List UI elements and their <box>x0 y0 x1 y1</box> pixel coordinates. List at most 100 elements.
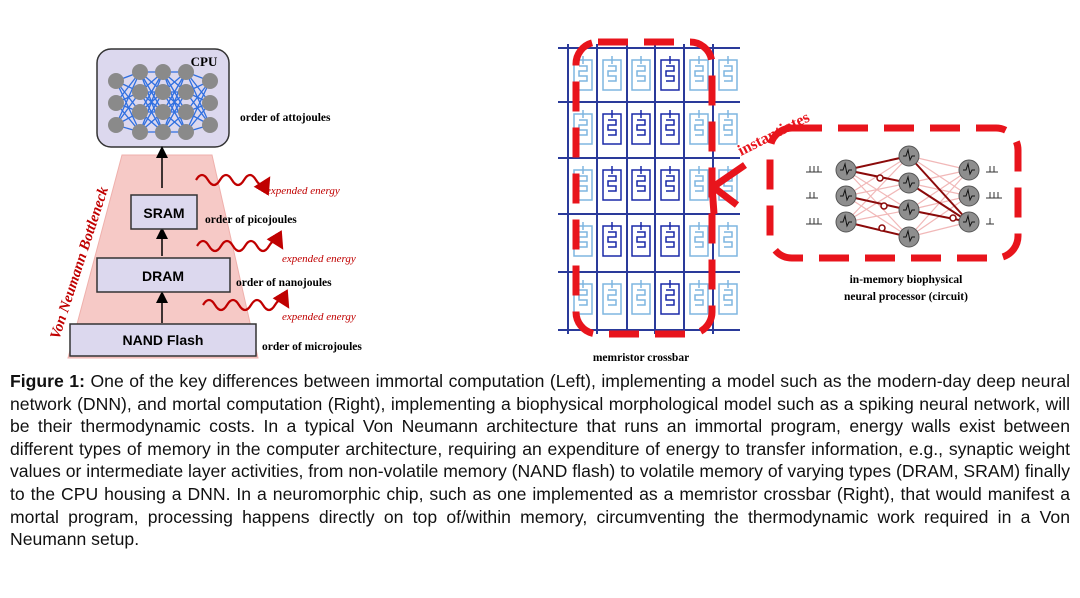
cpu-net-node <box>132 104 148 120</box>
snn-neuron-spike <box>840 214 852 228</box>
figure-caption: Figure 1: One of the key differences bet… <box>10 370 1070 551</box>
memristor-cell-coil <box>607 289 617 306</box>
memristor-cell-coil <box>578 119 588 136</box>
memristor-cell-frame <box>718 59 738 91</box>
memristor-cell <box>689 222 709 257</box>
memristor-cell <box>573 280 593 315</box>
sram-label: SRAM <box>143 205 184 221</box>
memristor-crossbar-grid <box>558 44 740 334</box>
instantiates-arrow <box>708 162 747 215</box>
cpu-net-edge <box>115 71 141 126</box>
snn-synapse <box>949 214 957 222</box>
spike-train <box>806 192 818 199</box>
memristor-cell-frame <box>718 283 738 315</box>
memristor-cell-coil <box>578 175 588 192</box>
memristor-cell-coil <box>607 175 617 192</box>
cpu-net-edge <box>185 71 211 126</box>
memristor-cell <box>660 110 680 145</box>
cpu-net-node <box>202 117 218 133</box>
memristor-cell <box>718 280 738 315</box>
energy-label-2: expended energy <box>282 253 356 265</box>
memristor-cell-coil <box>607 119 617 136</box>
bottleneck-trapezoid <box>67 154 259 359</box>
memristor-cell-frame <box>631 59 651 91</box>
energy-wave-1 <box>195 173 271 196</box>
spike-train <box>806 166 822 173</box>
memristor-cell-frame <box>660 113 680 145</box>
memristor-cell-coil <box>665 289 675 306</box>
memristor-cell <box>602 56 622 91</box>
memristor-cell-frame <box>689 169 709 201</box>
cpu-net-node <box>132 124 148 140</box>
memristor-cell-coil <box>607 231 617 248</box>
memristor-cell <box>660 166 680 201</box>
memristor-cell <box>718 56 738 91</box>
processor-caption-line2: neural processor (circuit) <box>844 291 968 303</box>
cpu-net-node <box>178 84 194 100</box>
cpu-net-node <box>202 95 218 111</box>
memristor-cell-frame <box>660 59 680 91</box>
memristor-cell <box>718 110 738 145</box>
cpu-net-node <box>155 104 171 120</box>
nand-box <box>69 323 257 357</box>
spike-train <box>806 218 822 225</box>
memristor-cell-frame <box>602 169 622 201</box>
snn-edge <box>845 155 910 223</box>
sram-box <box>130 194 198 230</box>
cpu-net-node <box>155 124 171 140</box>
memristor-cell <box>631 110 651 145</box>
snn-strong-edge <box>908 155 970 223</box>
cpu-net-edge <box>185 80 211 133</box>
memristor-cell <box>602 222 622 257</box>
snn-synapse <box>880 202 888 210</box>
snn-neuron-spike <box>963 214 975 228</box>
memristor-cell-coil <box>578 65 588 82</box>
order-cpu: order of attojoules <box>240 112 331 124</box>
spike-train <box>986 166 998 173</box>
cpu-net-node <box>108 117 124 133</box>
memristor-cell-coil <box>665 65 675 82</box>
snn-strong-edge <box>845 195 910 211</box>
memristor-cell <box>660 56 680 91</box>
energy-wave-2 <box>196 230 284 253</box>
memristor-cell-frame <box>689 283 709 315</box>
snn-neuron-spike <box>840 162 852 176</box>
energy-label-1: expended energy <box>266 185 340 197</box>
memristor-cell-frame <box>660 225 680 257</box>
memristor-cell <box>631 280 651 315</box>
memristor-cell <box>602 280 622 315</box>
memristor-cell-frame <box>631 113 651 145</box>
memristor-cell-coil <box>636 175 646 192</box>
cpu-net-edge <box>115 80 141 133</box>
memristor-cell <box>602 166 622 201</box>
memristor-cell-frame <box>660 283 680 315</box>
figure-graphic: CPU SRAM DRAM NAND Flash Von Neumann Bot… <box>48 38 1022 364</box>
memristor-cell <box>689 110 709 145</box>
memristor-cell-coil <box>694 289 704 306</box>
energy-wave-3 <box>202 289 290 312</box>
memristor-cell-frame <box>718 225 738 257</box>
caption-label: Figure 1: <box>10 371 85 391</box>
memristor-cell-coil <box>694 65 704 82</box>
memristor-cell-coil <box>723 65 733 82</box>
memristor-cell-coil <box>723 289 733 306</box>
cpu-net-node <box>155 64 171 80</box>
snn-neuron-spike <box>903 148 915 162</box>
snn-neuron-spike <box>903 175 915 189</box>
cpu-net-edge <box>139 71 164 133</box>
snn-neuron-spike <box>963 188 975 202</box>
memristor-cell-coil <box>694 119 704 136</box>
spike-train <box>986 218 994 225</box>
memristor-cell-frame <box>689 113 709 145</box>
energy-label-3: expended energy <box>282 311 356 323</box>
memristor-cell-frame <box>718 113 738 145</box>
cpu-label: CPU <box>191 54 218 69</box>
memristor-cell-frame <box>602 225 622 257</box>
cpu-net-node <box>178 124 194 140</box>
spike-train <box>986 192 1002 199</box>
memristor-cell-coil <box>636 65 646 82</box>
memristor-cell-coil <box>665 231 675 248</box>
snn-strong-edge <box>908 182 970 223</box>
caption-text: One of the key differences between immor… <box>10 371 1071 550</box>
cpu-net-node <box>108 95 124 111</box>
